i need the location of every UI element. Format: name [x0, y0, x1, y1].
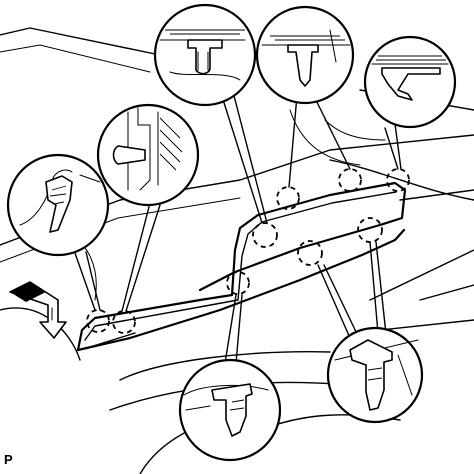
clip-location-4: [276, 186, 300, 210]
clip-location-6: [386, 168, 410, 192]
clip-location-8: [297, 240, 323, 266]
detail-bubble-6: [178, 358, 282, 462]
clip-location-7: [226, 271, 250, 295]
detail-bubble-4: [255, 5, 355, 105]
clip-location-3: [252, 222, 278, 248]
trim-panel: [76, 181, 407, 352]
clip-location-2: [112, 310, 136, 334]
detail-bubble-1: [6, 153, 110, 257]
clip-location-1: [86, 309, 110, 333]
clip-location-5: [338, 168, 362, 192]
removal-arrow-icon: [9, 281, 67, 339]
detail-bubble-5: [363, 35, 457, 129]
detail-bubble-7: [326, 326, 424, 424]
detail-bubble-2: [96, 103, 200, 207]
figure-code-label: P: [4, 452, 13, 467]
detail-bubble-3: [153, 3, 257, 107]
clip-locations: [86, 168, 410, 334]
